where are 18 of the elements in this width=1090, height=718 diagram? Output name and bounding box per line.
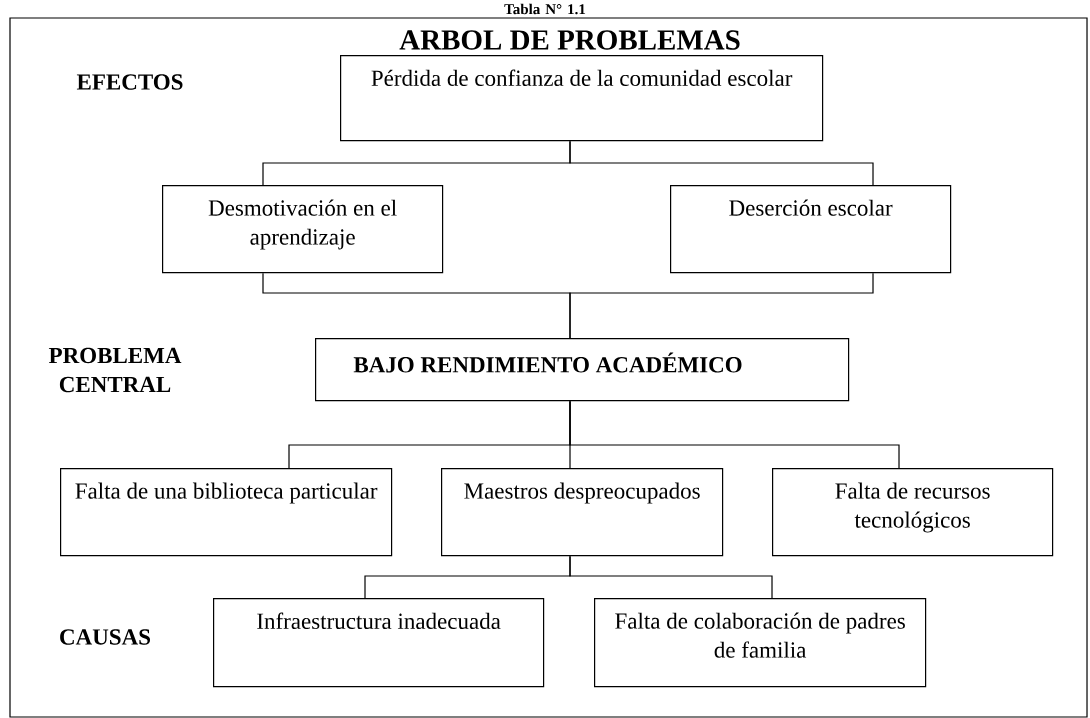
connector-line: [569, 555, 773, 599]
cause-box: Maestros despreocupados: [441, 468, 724, 557]
effect-box: Pérdida de confianza de la comunidad escolar: [340, 55, 824, 142]
title: ARBOL DE PROBLEMAS: [399, 30, 740, 50]
central-problem-box: BAJO RENDIMIENTO ACADÉMICO: [315, 338, 850, 402]
table-number: Tabla N° 1.1: [504, 3, 586, 15]
connector-line: [569, 400, 900, 469]
section-label: PROBLEMA CENTRAL: [48, 347, 182, 393]
section-label: CAUSAS: [60, 629, 151, 645]
cause-box: Falta de recursos tecnológicos: [772, 468, 1054, 557]
connector-line: [569, 272, 874, 339]
effect-box: Desmotivación en el aprendizaje: [162, 185, 444, 274]
cause-box: Falta de una biblioteca particular: [60, 468, 393, 557]
effect-box: Deserción escolar: [670, 185, 952, 274]
connector-line: [569, 140, 874, 186]
section-label: EFECTOS: [76, 74, 183, 90]
cause-box: Falta de colaboración de padres de familia: [594, 598, 927, 688]
cause-box: Infraestructura inadecuada: [213, 598, 545, 688]
